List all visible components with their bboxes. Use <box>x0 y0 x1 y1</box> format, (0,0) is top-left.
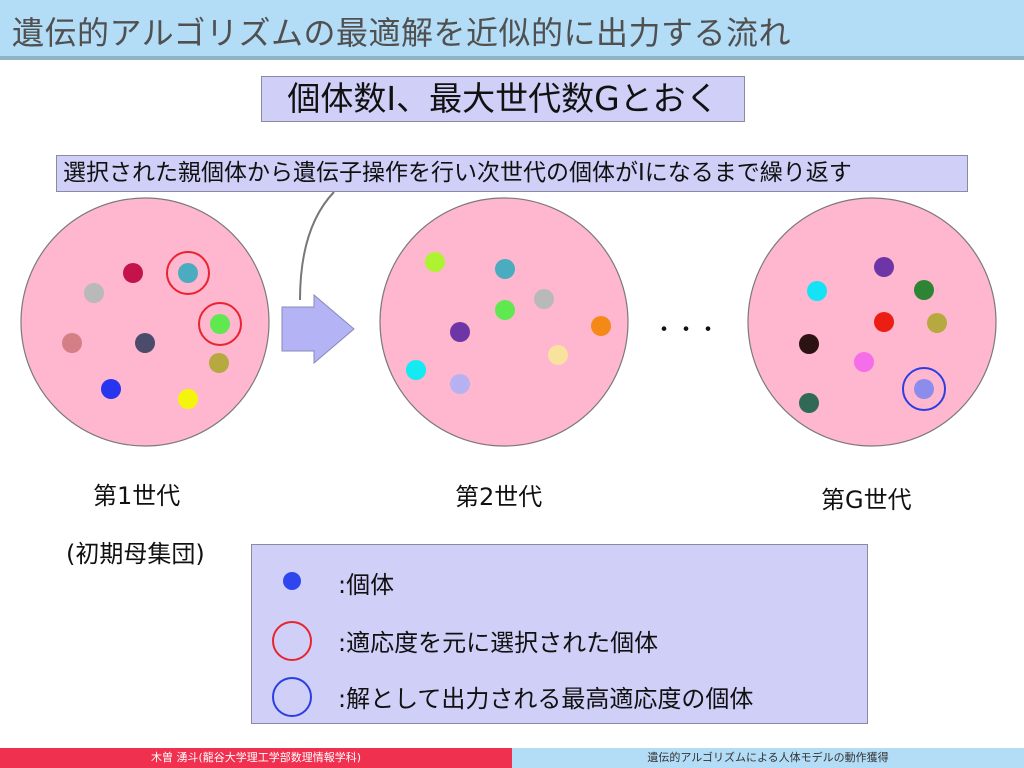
generation-label-2: 第2世代 <box>455 483 543 511</box>
individual-dot <box>854 352 874 372</box>
individual-dot <box>209 353 229 373</box>
individual-dot <box>799 393 819 413</box>
individual-dot <box>101 379 121 399</box>
legend-best-text: :解として出力される最高適応度の個体 <box>338 685 754 713</box>
individual-dot <box>450 322 470 342</box>
individual-dot <box>927 313 947 333</box>
legend-selected-text: :適応度を元に選択された個体 <box>338 629 659 657</box>
main-label-box: 個体数I、最大世代数Gとおく <box>261 76 745 122</box>
population-circle-gen2 <box>379 197 629 447</box>
ellipsis-text: ・・・ <box>653 318 719 343</box>
individual-dot <box>807 281 827 301</box>
selected-individual-ring <box>198 302 242 346</box>
individual-dot <box>495 300 515 320</box>
generation-sublabel-1: (初期母集団) <box>66 540 205 568</box>
population-circle-genG <box>747 197 997 447</box>
legend-individual-icon <box>283 572 301 590</box>
individual-dot <box>84 283 104 303</box>
generation-label-G: 第G世代 <box>821 486 912 514</box>
individual-dot <box>874 312 894 332</box>
footer-title: 遺伝的アルゴリズムによる人体モデルの動作獲得 <box>512 748 1024 768</box>
population-diagram: ・・・ <box>20 191 997 447</box>
individual-dot <box>135 333 155 353</box>
individual-dot <box>548 345 568 365</box>
callout-line <box>299 191 335 301</box>
legend-selected-ring-icon <box>272 621 312 661</box>
generation-label-1: 第1世代 <box>93 482 181 510</box>
slide-title: 遺伝的アルゴリズムの最適解を近似的に出力する流れ <box>12 14 792 52</box>
individual-dot <box>495 259 515 279</box>
best-individual-ring <box>902 367 946 411</box>
individual-dot <box>914 379 934 399</box>
individual-dot <box>210 314 230 334</box>
individual-dot <box>425 252 445 272</box>
title-divider <box>0 56 1024 60</box>
individual-dot <box>123 263 143 283</box>
individual-dot <box>62 333 82 353</box>
individual-dot <box>178 389 198 409</box>
individual-dot <box>591 316 611 336</box>
population-circle-gen1 <box>20 197 270 447</box>
legend-individual-text: :個体 <box>338 571 395 599</box>
individual-dot <box>450 374 470 394</box>
individual-dot <box>874 257 894 277</box>
footer-author: 木曽 湧斗(龍谷大学理工学部数理情報学科) <box>0 748 512 768</box>
legend-best-ring-icon <box>272 677 312 717</box>
individuals-layer <box>62 251 947 413</box>
individual-dot <box>914 280 934 300</box>
title-bar: 遺伝的アルゴリズムの最適解を近似的に出力する流れ <box>0 0 1024 56</box>
sub-label-box: 選択された親個体から遺伝子操作を行い次世代の個体がIになるまで繰り返す <box>56 155 968 192</box>
individual-dot <box>534 289 554 309</box>
individual-dot <box>799 334 819 354</box>
selected-individual-ring <box>166 251 210 295</box>
legend-box: :個体 :適応度を元に選択された個体 :解として出力される最高適応度の個体 <box>251 544 868 724</box>
next-generation-arrow <box>281 293 355 365</box>
individual-dot <box>178 263 198 283</box>
individual-dot <box>406 360 426 380</box>
